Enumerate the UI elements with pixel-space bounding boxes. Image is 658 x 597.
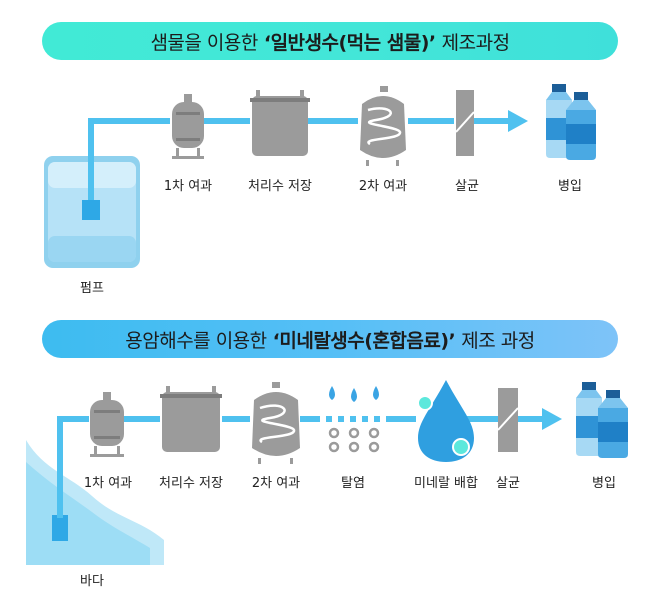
title-banner-2: 용암해수를 이용한 ‘미네랄생수(혼합음료)’ 제조 과정 [42, 320, 618, 358]
title-1-suffix: 제조과정 [441, 31, 510, 54]
step-label-sterilize-s1: 살균 [455, 179, 479, 194]
coil-filter-1-icon [360, 86, 406, 166]
source-label-pump: 펌프 [80, 281, 104, 296]
title-1-bold: ‘일반생수(먹는 샘물)’ [263, 31, 436, 54]
storage-tank-1-icon [250, 90, 310, 156]
step-label-sterilize-s2: 살균 [496, 476, 520, 491]
mineral-drop-icon [417, 380, 474, 462]
sterilizer-2-icon [497, 388, 519, 452]
title-banner-1: 샘물을 이용한 ‘일반생수(먹는 샘물)’ 제조과정 [42, 22, 618, 60]
step-label-storage-s2: 처리수 저장 [159, 476, 223, 491]
title-1-prefix: 샘물을 이용한 [150, 31, 258, 54]
step-label-bottle-s2: 병입 [592, 476, 616, 491]
title-2-prefix: 용암해수를 이용한 [125, 329, 267, 352]
step-label-storage-s1: 처리수 저장 [248, 179, 312, 194]
step-label-desalinate-s2: 탈염 [341, 476, 365, 491]
title-2-suffix: 제조 과정 [461, 329, 535, 352]
pipeline-1 [82, 110, 528, 220]
step-label-filter2-s1: 2차 여과 [358, 179, 408, 194]
sterilizer-1-icon [455, 90, 475, 156]
desalination-icon [328, 386, 380, 453]
sea-wave-icon [26, 440, 164, 565]
coil-filter-2-icon [252, 382, 300, 464]
step-label-filter1-s2: 1차 여과 [83, 476, 133, 491]
step-label-bottle-s1: 병입 [558, 179, 582, 194]
filter-2-icon [90, 392, 124, 457]
pipeline-2 [57, 408, 562, 518]
bottles-1-icon [546, 84, 596, 160]
filter-1-icon [172, 94, 204, 159]
step-label-filter1-s1: 1차 여과 [163, 179, 213, 194]
step-label-filter2-s2: 2차 여과 [251, 476, 301, 491]
bottles-2-icon [576, 382, 628, 458]
step-label-mineral-s2: 미네랄 배합 [414, 476, 478, 491]
storage-tank-2-icon [160, 386, 222, 452]
title-2-bold: ‘미네랄생수(혼합음료)’ [272, 329, 456, 352]
source-label-sea: 바다 [80, 574, 104, 589]
